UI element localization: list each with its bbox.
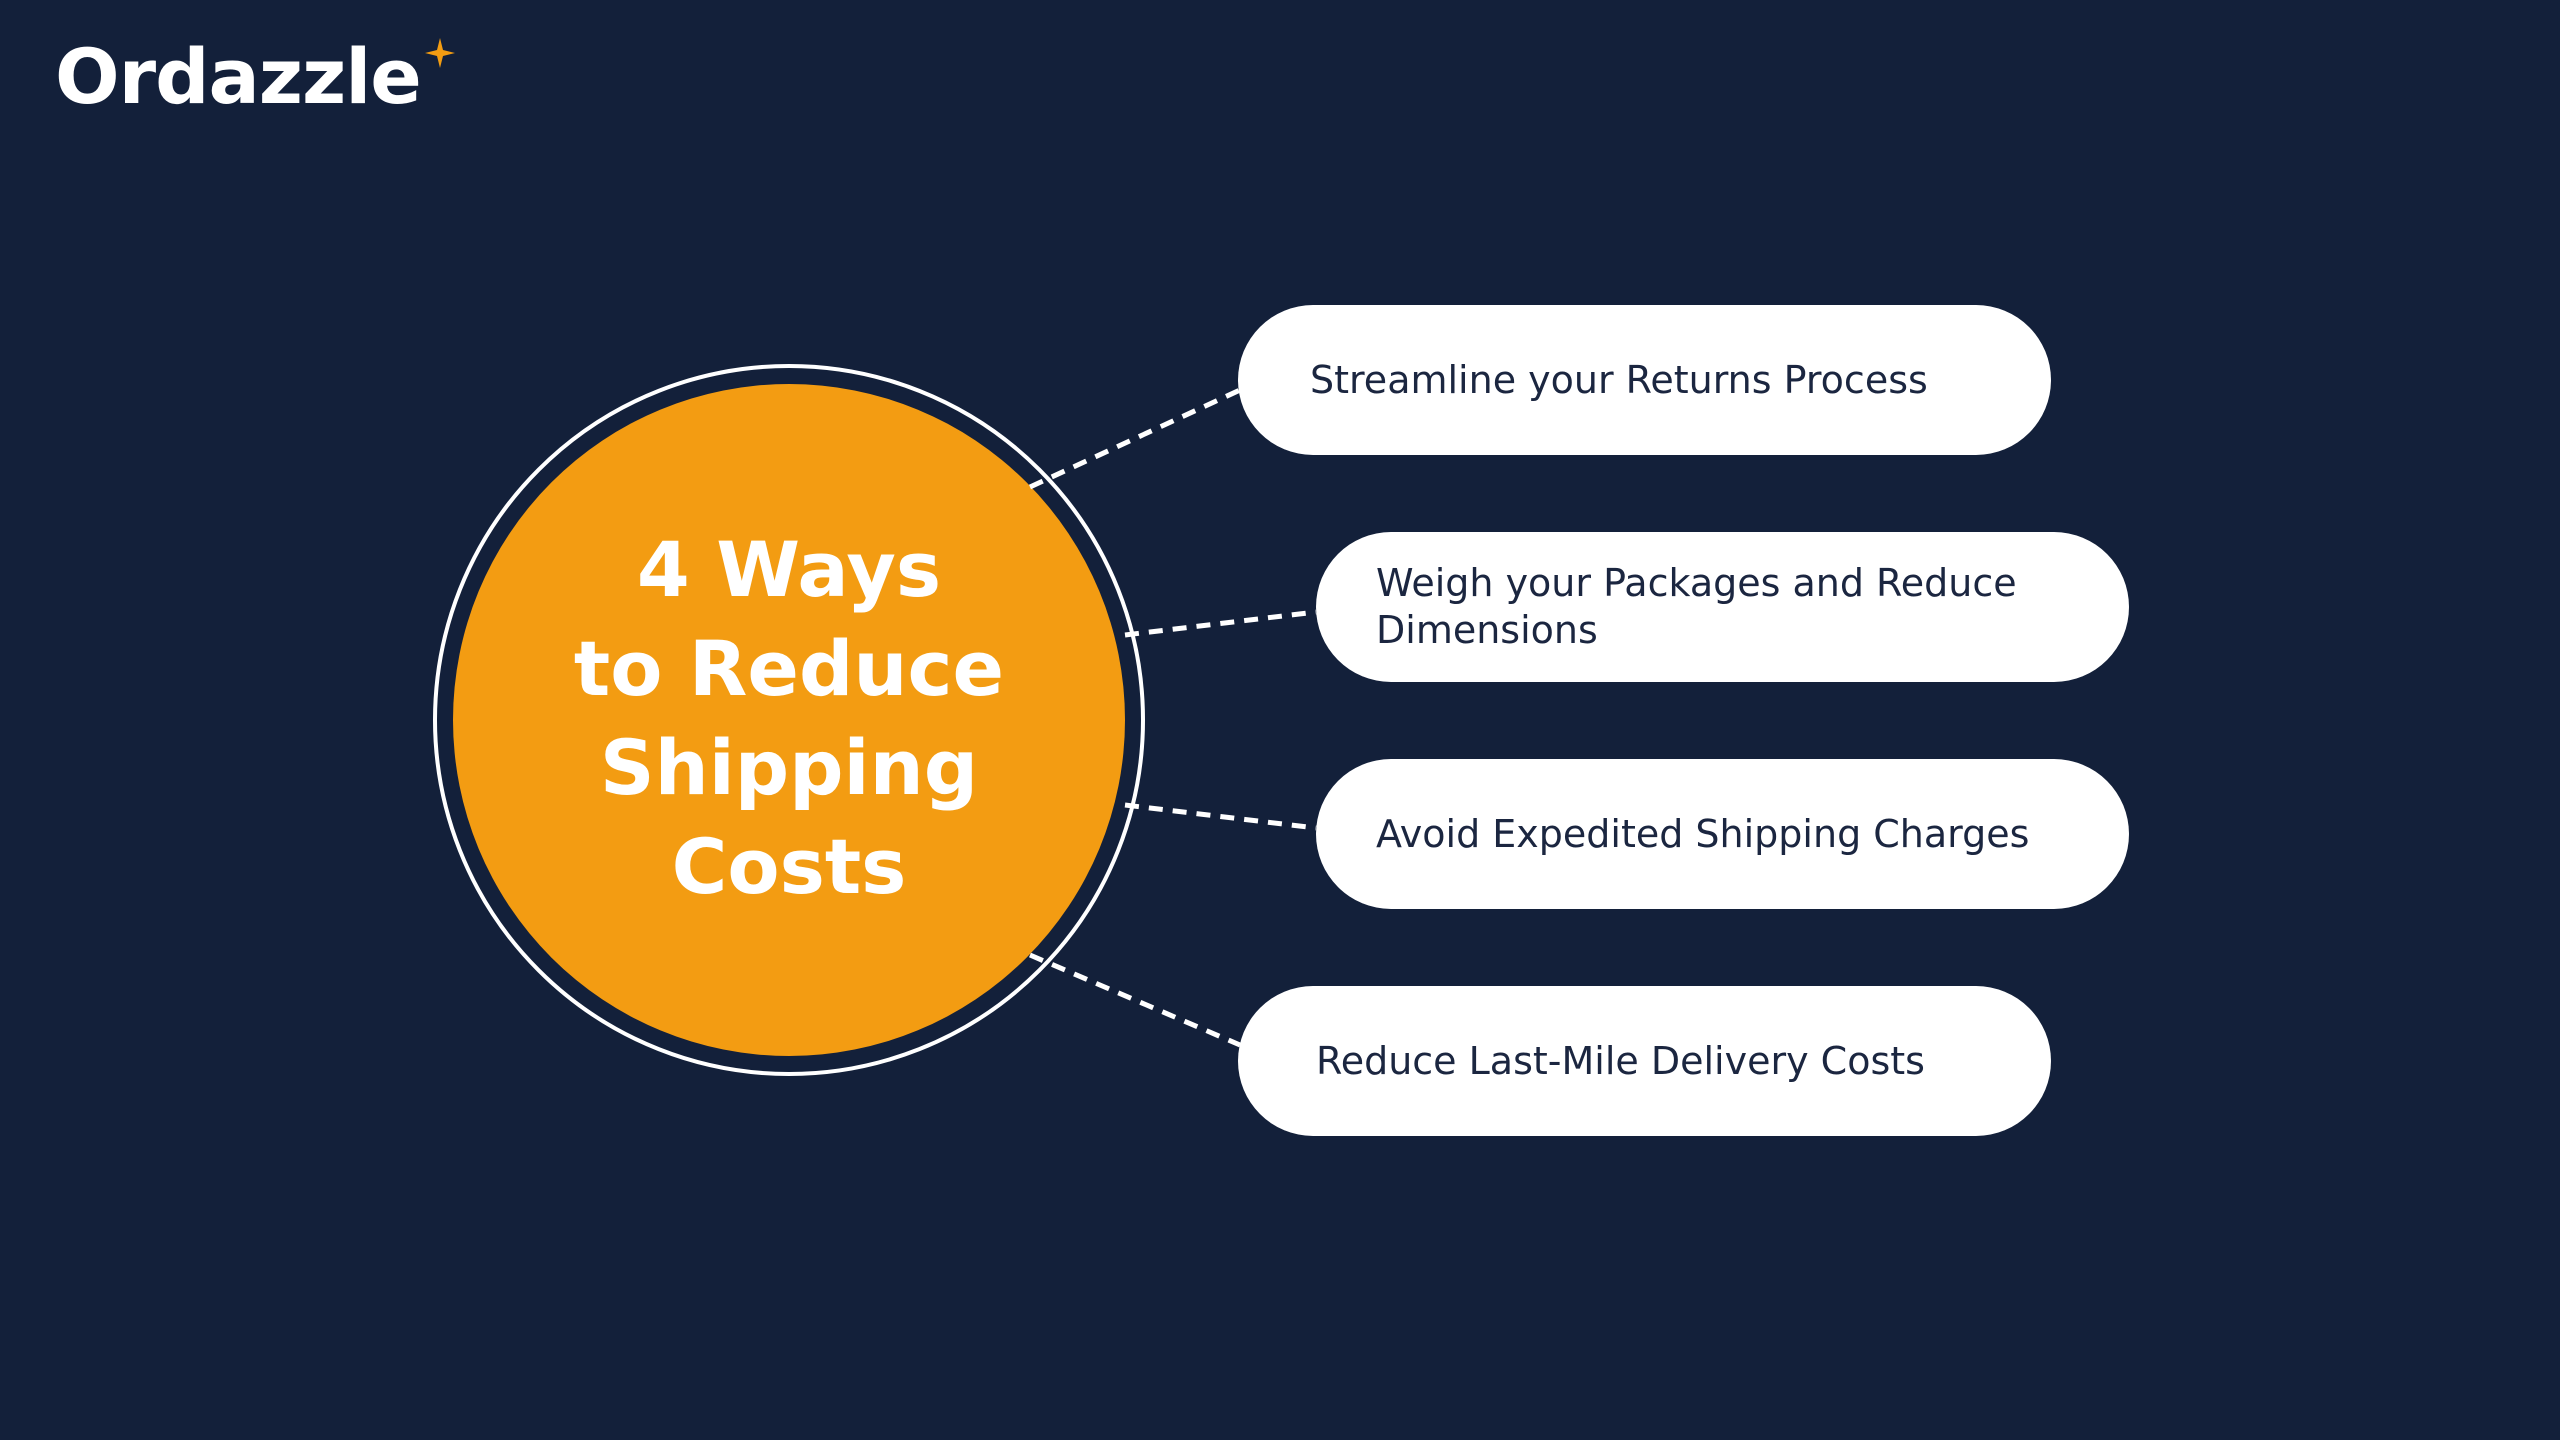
logo-text: Ordazzle (55, 32, 422, 121)
center-title: 4 Ways to Reduce Shipping Costs (489, 520, 1089, 916)
connector-line-1 (1028, 387, 1242, 490)
ordazzle-logo: Ordazzle (55, 32, 455, 121)
orange-circle (453, 384, 1125, 1056)
title-line: Shipping (599, 723, 979, 812)
outer-ring (433, 364, 1145, 1076)
connector-line-4 (1029, 952, 1241, 1048)
title-line: Costs (671, 822, 907, 911)
way-label: Weigh your Packages and Reduce Dimension… (1376, 561, 2017, 652)
way-label: Reduce Last-Mile Delivery Costs (1316, 1038, 1925, 1083)
way-pill-3: Avoid Expedited Shipping Charges (1316, 759, 2129, 909)
way-label: Streamline your Returns Process (1310, 357, 1928, 402)
connector-line-2 (1124, 609, 1317, 638)
title-line: to Reduce (573, 624, 1005, 713)
way-pill-1: Streamline your Returns Process (1238, 305, 2051, 455)
star-icon (424, 38, 455, 68)
way-pill-2: Weigh your Packages and Reduce Dimension… (1316, 532, 2129, 682)
way-label: Avoid Expedited Shipping Charges (1376, 811, 2030, 856)
way-pill-4: Reduce Last-Mile Delivery Costs (1238, 986, 2051, 1136)
connector-line-3 (1124, 802, 1317, 831)
title-line: 4 Ways (636, 525, 942, 614)
